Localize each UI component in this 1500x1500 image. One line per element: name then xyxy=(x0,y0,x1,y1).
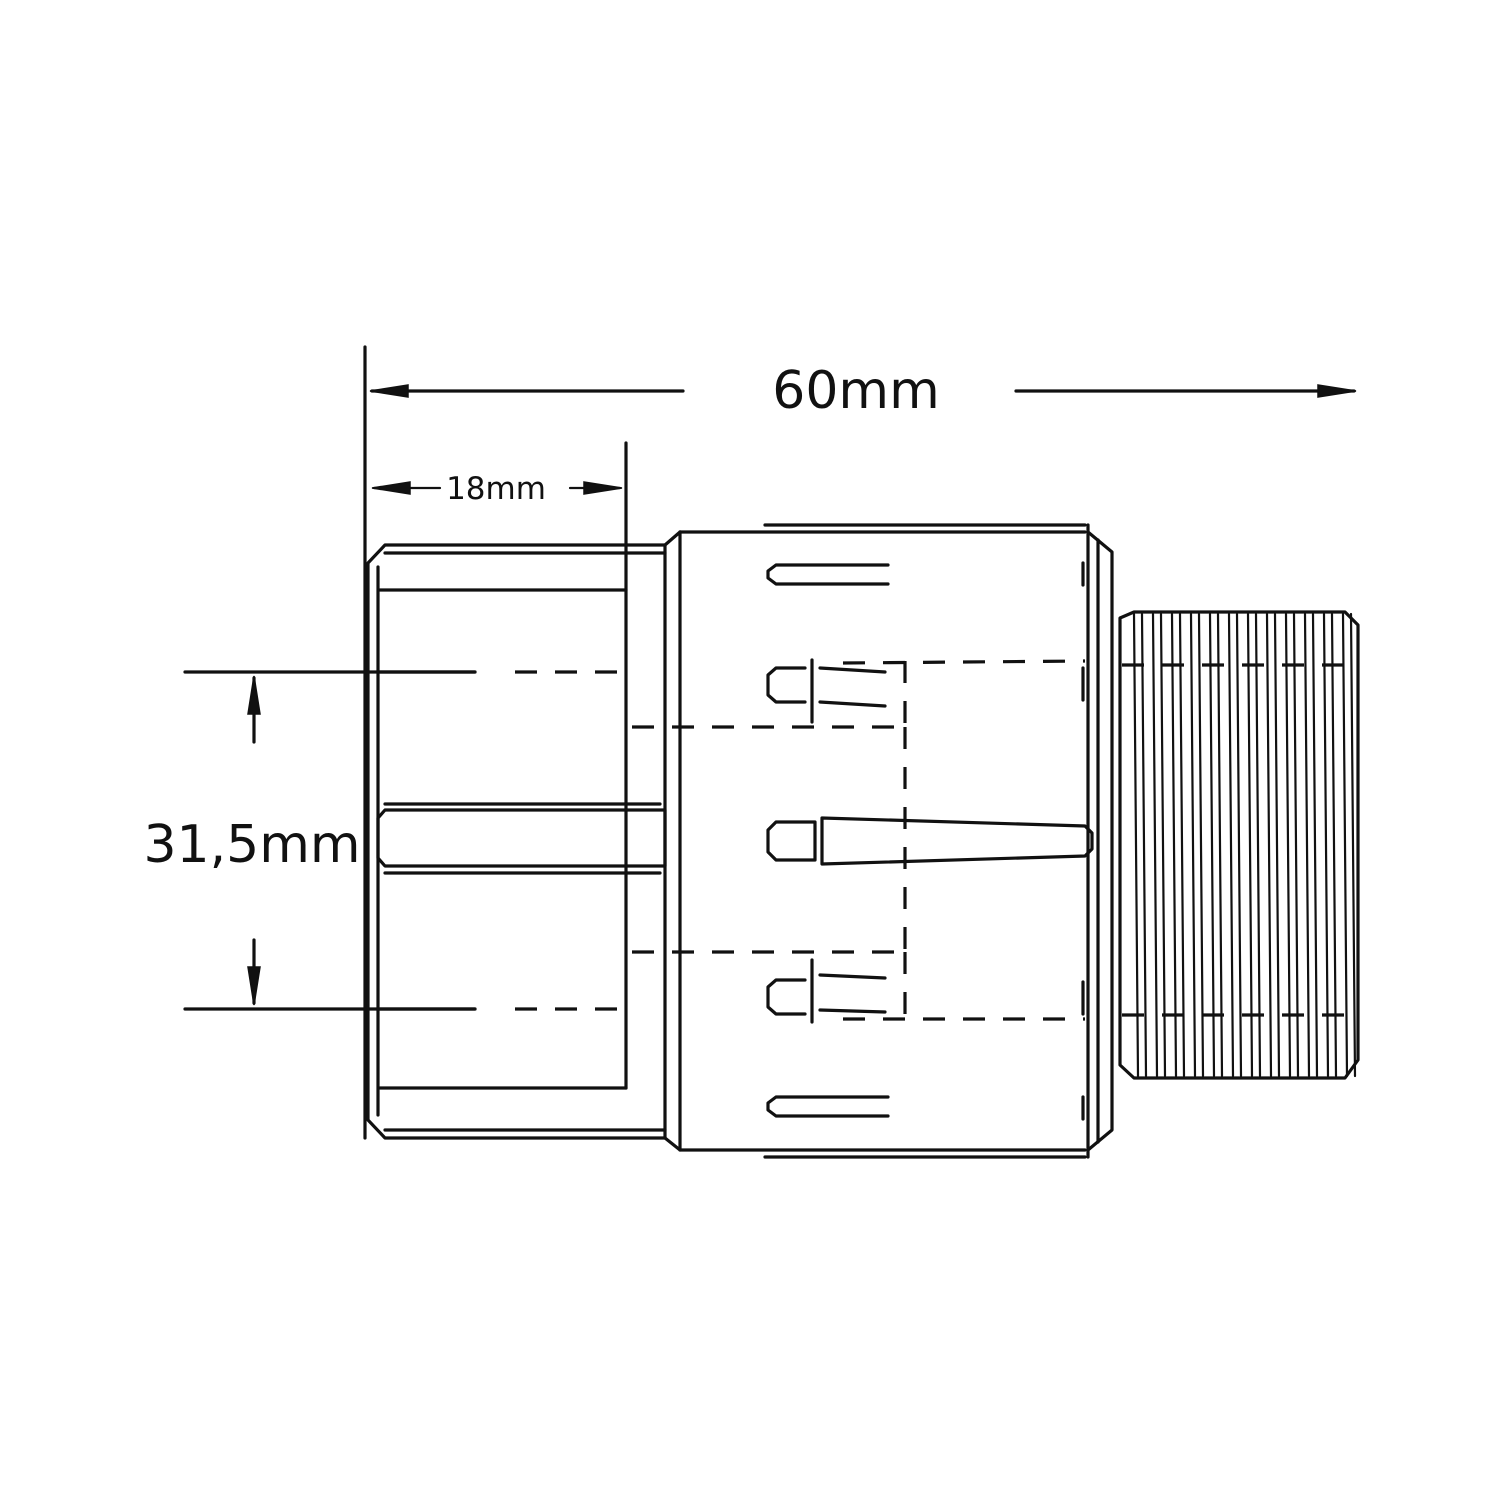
hidden-line-outlet-top xyxy=(842,659,1086,665)
grip-slot-bottom xyxy=(766,1095,890,1118)
thread-crest-line xyxy=(1170,612,1178,1078)
arrowhead-socket-right-icon xyxy=(583,481,623,495)
arrowhead-diameter-bottom-icon xyxy=(247,966,261,1006)
inner-diameter-label: 31,5mm xyxy=(143,815,360,875)
nut-chamfer-right xyxy=(1086,530,1114,1152)
thread-root-line xyxy=(1235,612,1243,1078)
overall-length-label: 60mm xyxy=(772,361,939,421)
dimension-socket-depth: 18mm xyxy=(371,441,628,1090)
thread-root-line xyxy=(1140,612,1148,1078)
thread-crest-line xyxy=(1265,612,1273,1078)
clip-lower-head xyxy=(766,978,807,1016)
thread-crest-line xyxy=(1227,612,1235,1078)
arrowhead-diameter-top-icon xyxy=(247,675,261,715)
arrowhead-socket-left-icon xyxy=(371,481,411,495)
dimension-overall-length: 60mm xyxy=(363,345,1357,1140)
thread-crest-line xyxy=(1341,612,1349,1078)
thread-crest-line xyxy=(1151,612,1159,1078)
thread-root-line xyxy=(1330,612,1338,1078)
socket-depth-label: 18mm xyxy=(446,471,546,507)
thread-root-line xyxy=(1197,612,1205,1078)
thread-root-line xyxy=(1159,612,1167,1078)
clip-upper-arm-top xyxy=(818,666,887,674)
socket-body xyxy=(366,543,667,1140)
thread-crests xyxy=(1132,612,1357,1078)
arrowhead-left-icon xyxy=(369,384,409,398)
hidden-internal-lines xyxy=(632,659,1086,1021)
thread-crest-line xyxy=(1284,612,1292,1078)
thread-crest-line xyxy=(1303,612,1311,1078)
arrowhead-right-icon xyxy=(1317,384,1357,398)
nut-body xyxy=(663,523,1114,1159)
nut-step-left xyxy=(663,530,682,1152)
center-pin-shaft xyxy=(820,816,1094,866)
thread-root-line xyxy=(1311,612,1319,1078)
center-pin-head xyxy=(766,820,817,862)
threaded-end xyxy=(1118,610,1360,1080)
clip-lower-arm-top xyxy=(818,973,887,980)
clip-lower-arm-bottom xyxy=(818,1008,887,1014)
thread-root-line xyxy=(1273,612,1281,1078)
thread-crest-line xyxy=(1322,612,1330,1078)
clip-upper-arm-bottom xyxy=(818,700,887,708)
socket-outline xyxy=(366,543,667,1140)
thread-crest-line xyxy=(1246,612,1254,1078)
thread-root-line xyxy=(1178,612,1186,1078)
thread-root-line xyxy=(1254,612,1262,1078)
grip-slot-top xyxy=(766,563,890,586)
thread-crest-line xyxy=(1189,612,1197,1078)
thread-root-line xyxy=(1292,612,1300,1078)
thread-outline xyxy=(1118,610,1360,1080)
thread-root-line xyxy=(1216,612,1224,1078)
thread-crest-line xyxy=(1208,612,1216,1078)
dimension-inner-diameter: 31,5mm xyxy=(143,670,477,1011)
thread-crest-line xyxy=(1132,612,1140,1078)
thread-root-line xyxy=(1349,612,1357,1078)
clip-upper-head xyxy=(766,666,807,704)
socket-rib-center xyxy=(376,808,667,868)
